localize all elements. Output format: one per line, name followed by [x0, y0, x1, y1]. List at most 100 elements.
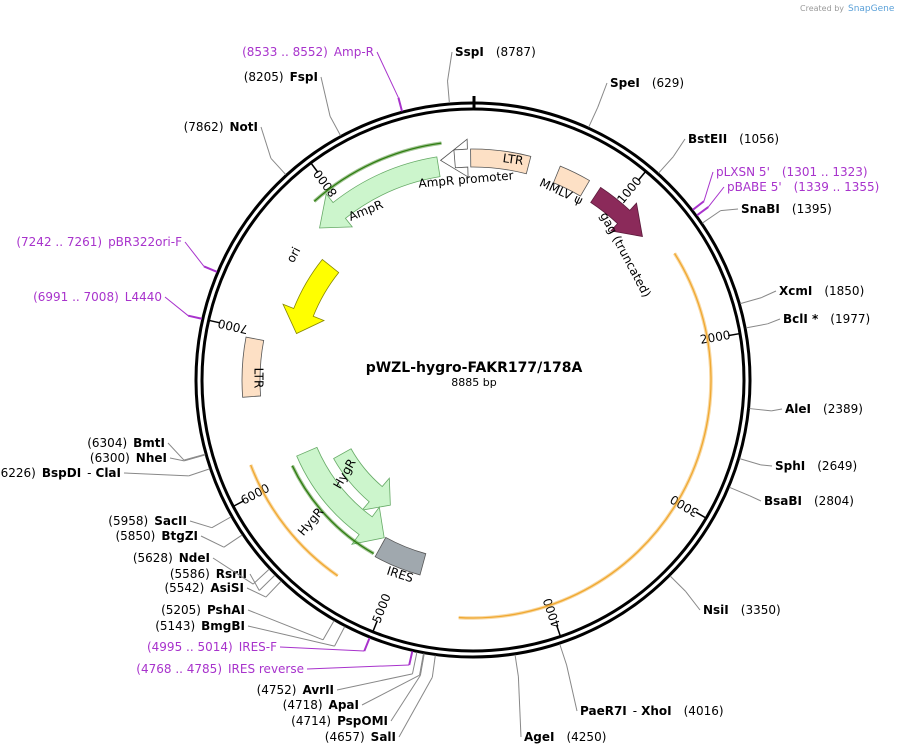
- enzyme-leader: [329, 115, 341, 136]
- enzyme-pos: (1977): [830, 312, 870, 326]
- enzyme-pos: (4718): [283, 698, 323, 712]
- enzyme-label: SphI(2649): [775, 459, 857, 473]
- enzyme-leader: [258, 574, 276, 591]
- enzyme-site: AgeI(4250): [514, 654, 606, 744]
- enzyme-leader: [169, 457, 185, 462]
- primer-label: (7242 .. 7261)pBR322ori-F: [16, 235, 182, 249]
- gag-feature: [590, 186, 643, 238]
- primer-mark: [187, 314, 203, 320]
- enzyme-name: XcmI: [779, 284, 812, 298]
- ampr-promoter-feature: [439, 138, 469, 178]
- enzyme-name: NotI: [230, 120, 259, 134]
- enzyme-leader: [588, 106, 599, 128]
- enzyme-name: AgeI: [524, 730, 554, 744]
- primer-site: (8533 .. 8552)Amp-R: [242, 45, 403, 112]
- enzyme-site: (6226)BspDI-ClaI: [0, 466, 210, 480]
- enzyme-site: PaeR7I-XhoI(4016): [559, 643, 724, 718]
- enzyme-site: (7862)NotI: [184, 120, 287, 175]
- credit-text: Created by: [800, 4, 844, 13]
- enzyme-pos: (2389): [823, 402, 863, 416]
- enzyme-name: RsrII: [216, 567, 247, 581]
- primer-leader: [707, 186, 725, 208]
- enzyme-leader: [447, 51, 453, 82]
- primer-name: IRES reverse: [228, 662, 304, 676]
- primer-label: (4768 .. 4785)IRES reverse: [136, 662, 304, 676]
- enzyme-label: PaeR7I-XhoI(4016): [580, 704, 724, 718]
- primer-mark: [696, 206, 709, 217]
- enzyme-label: (5143)BmgBI: [155, 619, 245, 633]
- enzyme-pos: (5542): [164, 581, 204, 595]
- primer-leader: [703, 171, 714, 202]
- primer-name: pBR322ori-F: [108, 235, 182, 249]
- orf-green-hygr-core: [291, 465, 374, 555]
- enzyme-label: (4752)AvrII: [257, 683, 334, 697]
- enzyme-site: SspI(8787): [447, 45, 536, 104]
- primer-mark: [203, 265, 218, 273]
- enzyme-name: SalI: [371, 730, 396, 744]
- enzyme-label: (6300)NheI: [90, 451, 167, 465]
- primer-range: (1339 .. 1355): [794, 180, 880, 194]
- enzyme-label: (7862)NotI: [184, 120, 258, 134]
- enzyme-name: BmgBI: [201, 619, 245, 633]
- enzyme-label: BclI * (1977): [783, 312, 870, 326]
- enzyme-pos: (5205): [161, 603, 201, 617]
- enzyme-leader: [336, 673, 413, 691]
- enzyme-pos: (1850): [824, 284, 864, 298]
- enzyme-pos: (2649): [817, 459, 857, 473]
- tick-line: [310, 162, 319, 173]
- enzyme-label: (4718)ApaI: [283, 698, 359, 712]
- enzyme-leader: [260, 126, 272, 159]
- enzyme-leader: [211, 516, 232, 529]
- enzyme-label: AleI(2389): [785, 402, 863, 416]
- enzyme-pos: (4714): [291, 714, 331, 728]
- enzyme-site: (5586)RsrII: [170, 567, 276, 591]
- enzyme-leader: [566, 664, 578, 712]
- enzyme-leader: [745, 323, 768, 329]
- enzyme-leader: [247, 609, 324, 641]
- enzyme-leader: [447, 81, 450, 104]
- enzyme-leader: [200, 535, 225, 548]
- enzyme-site: (5850)BtgZI: [115, 529, 243, 548]
- enzyme-label: BsaBI(2804): [764, 494, 854, 508]
- enzyme-pos: (6226): [0, 466, 36, 480]
- enzyme-site: XcmI (1850): [740, 284, 864, 305]
- primer-label: (4995 .. 5014)IRES-F: [147, 640, 277, 654]
- ampr-feature: [319, 156, 441, 229]
- enzyme-site: (8205)FspI: [244, 70, 341, 136]
- enzyme-site: (4752)AvrII: [257, 652, 418, 697]
- tick-label: 6000: [238, 481, 272, 508]
- enzyme-site: SpeI(629): [588, 76, 684, 128]
- enzyme-site: BstEII(1056): [658, 132, 779, 174]
- ires-feature: [374, 536, 427, 576]
- enzyme-name: NheI: [136, 451, 167, 465]
- enzyme-label: (4714) PspOMI: [291, 714, 388, 728]
- enzyme-name: BmtI: [133, 436, 165, 450]
- enzyme-name: BclI *: [783, 312, 819, 326]
- enzyme-name: SspI: [455, 45, 484, 59]
- primer-site: (6991 .. 7008)L4440: [33, 290, 203, 320]
- enzyme-site: (5205) PshAI: [161, 603, 335, 641]
- enzyme-leader: [265, 580, 282, 598]
- tick-line: [372, 620, 378, 633]
- enzyme-leader: [740, 297, 762, 305]
- enzyme-leader: [559, 643, 568, 666]
- enzyme-label: (5205) PshAI: [161, 603, 245, 617]
- enzyme-name: PshAI: [207, 603, 245, 617]
- enzyme-site: (5958)SacII: [108, 514, 232, 529]
- enzyme-site: (4714) PspOMI: [291, 653, 425, 728]
- enzyme-label: (5586)RsrII: [170, 567, 247, 581]
- primer-leader: [376, 51, 399, 98]
- primer-range: (6991 .. 7008): [33, 290, 119, 304]
- enzyme-leader: [212, 557, 254, 585]
- mmlv-psi-feature: [552, 165, 591, 197]
- tick-line: [728, 332, 741, 337]
- enzyme-name: BtgZI: [161, 529, 198, 543]
- enzyme-leader: [167, 442, 185, 461]
- enzyme-leader: [685, 591, 701, 611]
- snapgene-logo-text: SnapGene: [848, 4, 895, 14]
- primer-label: (6991 .. 7008)L4440: [33, 290, 162, 304]
- enzyme-site: (5143)BmgBI: [155, 619, 346, 647]
- enzyme-name: PspOMI: [337, 714, 388, 728]
- enzyme-leader: [246, 587, 267, 598]
- enzyme-name2: ClaI: [96, 466, 121, 480]
